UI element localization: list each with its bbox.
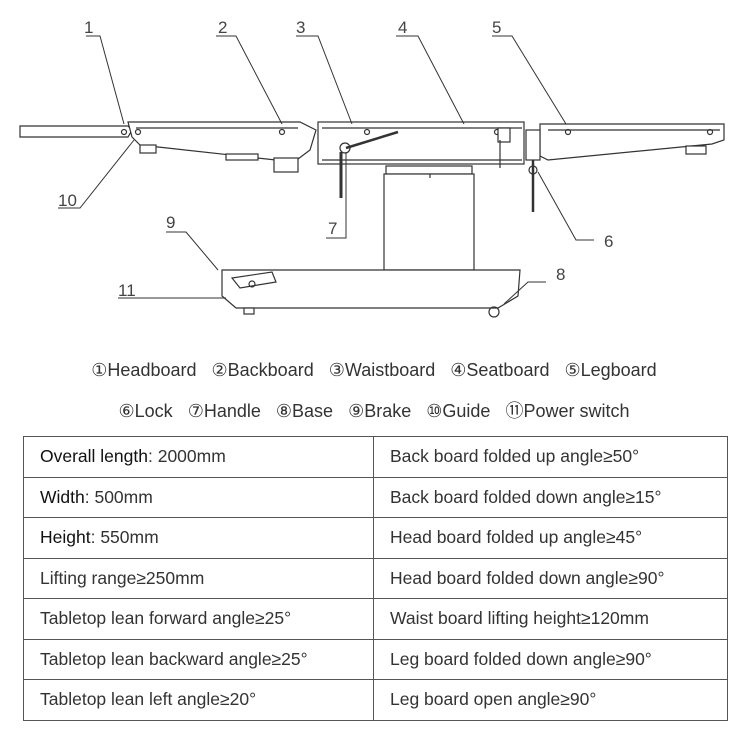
table-row: Lifting range≥250mm Head board folded do… (23, 557, 728, 599)
legend-line-1: ①Headboard ②Backboard ③Waistboard ④Seatb… (0, 360, 748, 381)
legend-legboard: ⑤Legboard (564, 360, 657, 380)
spec-cell: Tabletop lean backward angle≥25° (23, 638, 374, 680)
spec-cell: Leg board open angle≥90° (373, 679, 728, 721)
lock-drawing (525, 129, 541, 212)
legend-line-2: ⑥Lock ⑦Handle ⑧Base ⑨Brake ⑩Guide ⑪Power… (0, 397, 748, 423)
table-row: Tabletop lean backward angle≥25° Leg boa… (23, 638, 728, 680)
spec-cell: Height: 550mm (23, 517, 374, 559)
legboard-drawing (539, 123, 725, 161)
callout-8: 8 (556, 265, 565, 284)
legend-backboard: ②Backboard (211, 360, 314, 380)
spec-cell: Leg board folded down angle≥90° (373, 638, 728, 680)
legend-waistboard: ③Waistboard (328, 360, 436, 380)
operating-table-diagram: 1 2 3 4 5 6 7 8 9 10 11 (19, 18, 725, 318)
spec-cell: Overall length: 2000mm (23, 436, 374, 478)
callout-labels: 1 2 3 4 5 6 7 8 9 10 11 (58, 18, 613, 300)
brake-drawing (230, 271, 277, 289)
spec-cell: Tabletop lean left angle≥20° (23, 679, 374, 721)
spec-cell: Waist board lifting height≥120mm (373, 598, 728, 640)
legend-lock: ⑥Lock (118, 401, 173, 421)
spec-value: : 550mm (90, 527, 159, 548)
spec-value: : 500mm (84, 486, 153, 507)
legend-guide: ⑩Guide (426, 401, 491, 421)
base-drawing (221, 269, 521, 318)
spec-cell: Head board folded up angle≥45° (373, 517, 728, 559)
legend-headboard: ①Headboard (91, 360, 197, 380)
callout-6: 6 (604, 232, 613, 251)
callout-4: 4 (398, 18, 407, 37)
backboard-drawing (127, 121, 317, 173)
spec-cell: Lifting range≥250mm (23, 557, 374, 599)
legend-seatboard: ④Seatboard (450, 360, 550, 380)
legend-brake: ⑨Brake (348, 401, 412, 421)
callout-9: 9 (166, 213, 175, 232)
callout-1: 1 (84, 18, 93, 37)
callout-2: 2 (218, 18, 227, 37)
column-drawing (383, 165, 475, 271)
spec-cell: Back board folded up angle≥50° (373, 436, 728, 478)
callout-5: 5 (492, 18, 501, 37)
legend-power-switch: ⑪Power switch (505, 401, 630, 421)
table-row: Width: 500mm Back board folded down angl… (23, 476, 728, 518)
headboard-drawing (19, 125, 133, 138)
table-row: Tabletop lean forward angle≥25° Waist bo… (23, 598, 728, 640)
spec-cell: Back board folded down angle≥15° (373, 476, 728, 518)
waistboard-seatboard-drawing (317, 121, 525, 168)
spec-cell: Width: 500mm (23, 476, 374, 518)
legend-handle: ⑦Handle (187, 401, 261, 421)
spec-cell: Tabletop lean forward angle≥25° (23, 598, 374, 640)
table-row: Overall length: 2000mm Back board folded… (23, 436, 728, 478)
spec-label: Height (40, 527, 91, 548)
table-row: Height: 550mm Head board folded up angle… (23, 517, 728, 559)
legend-base: ⑧Base (275, 401, 334, 421)
callout-leaders (58, 35, 594, 305)
callout-3: 3 (296, 18, 305, 37)
spec-label: Width (40, 486, 85, 507)
callout-10: 10 (58, 191, 77, 210)
spec-label: Overall length (40, 446, 148, 467)
spec-table: Overall length: 2000mm Back board folded… (23, 436, 728, 721)
spec-cell: Head board folded down angle≥90° (373, 557, 728, 599)
spec-value: : 2000mm (147, 446, 226, 467)
callout-7: 7 (328, 219, 337, 238)
table-row: Tabletop lean left angle≥20° Leg board o… (23, 679, 728, 721)
callout-11: 11 (118, 281, 136, 300)
